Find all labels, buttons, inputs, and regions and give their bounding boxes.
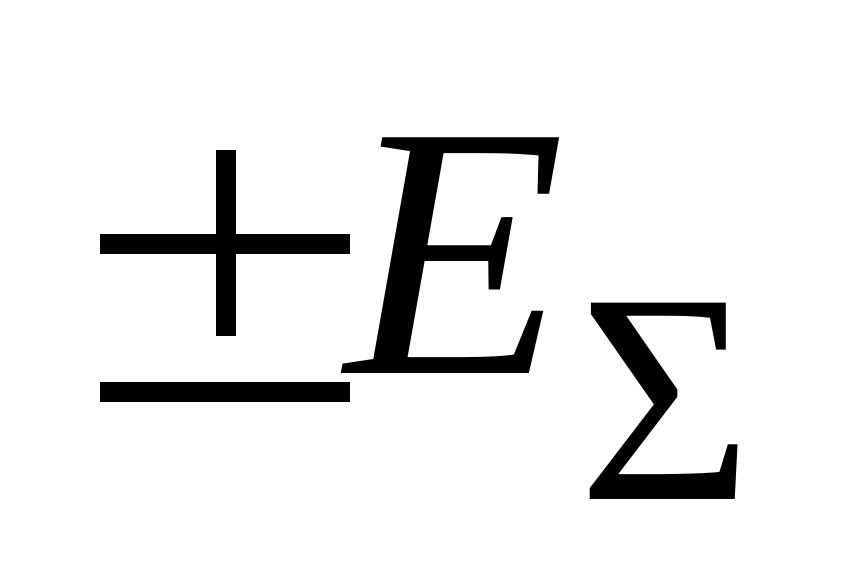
minus-stroke [100, 382, 350, 402]
plus-vertical-stroke [216, 150, 236, 336]
plus-minus-sign [100, 150, 350, 402]
subscript-sigma: Σ [578, 232, 753, 564]
variable-e: E [345, 52, 565, 451]
